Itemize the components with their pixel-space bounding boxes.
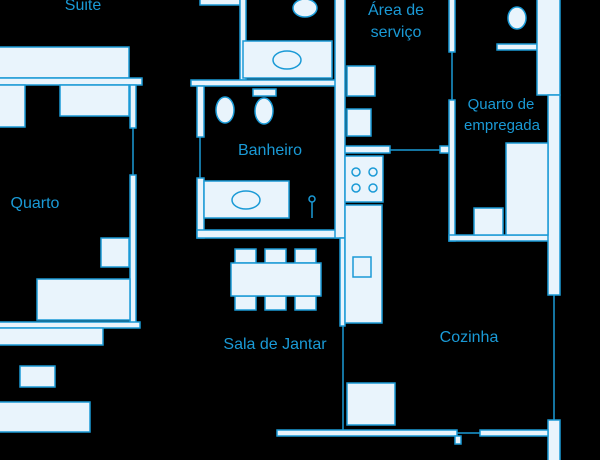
walls — [0, 0, 561, 460]
room-label-area-servico-1: Área de — [367, 2, 425, 19]
room-label-banheiro: Banheiro — [237, 142, 303, 159]
room-label-cozinha: Cozinha — [439, 329, 499, 346]
room-label-quarto-empregada-1: Quarto de — [467, 96, 535, 113]
room-label-area-servico-2: serviço — [370, 24, 422, 41]
room-label-sala-jantar: Sala de Jantar — [223, 336, 327, 353]
room-label-quarto-empregada-2: empregada — [464, 117, 540, 134]
room-label-suite: Suite — [64, 0, 102, 14]
room-label-quarto: Quarto — [10, 195, 60, 212]
furniture — [0, 0, 549, 433]
